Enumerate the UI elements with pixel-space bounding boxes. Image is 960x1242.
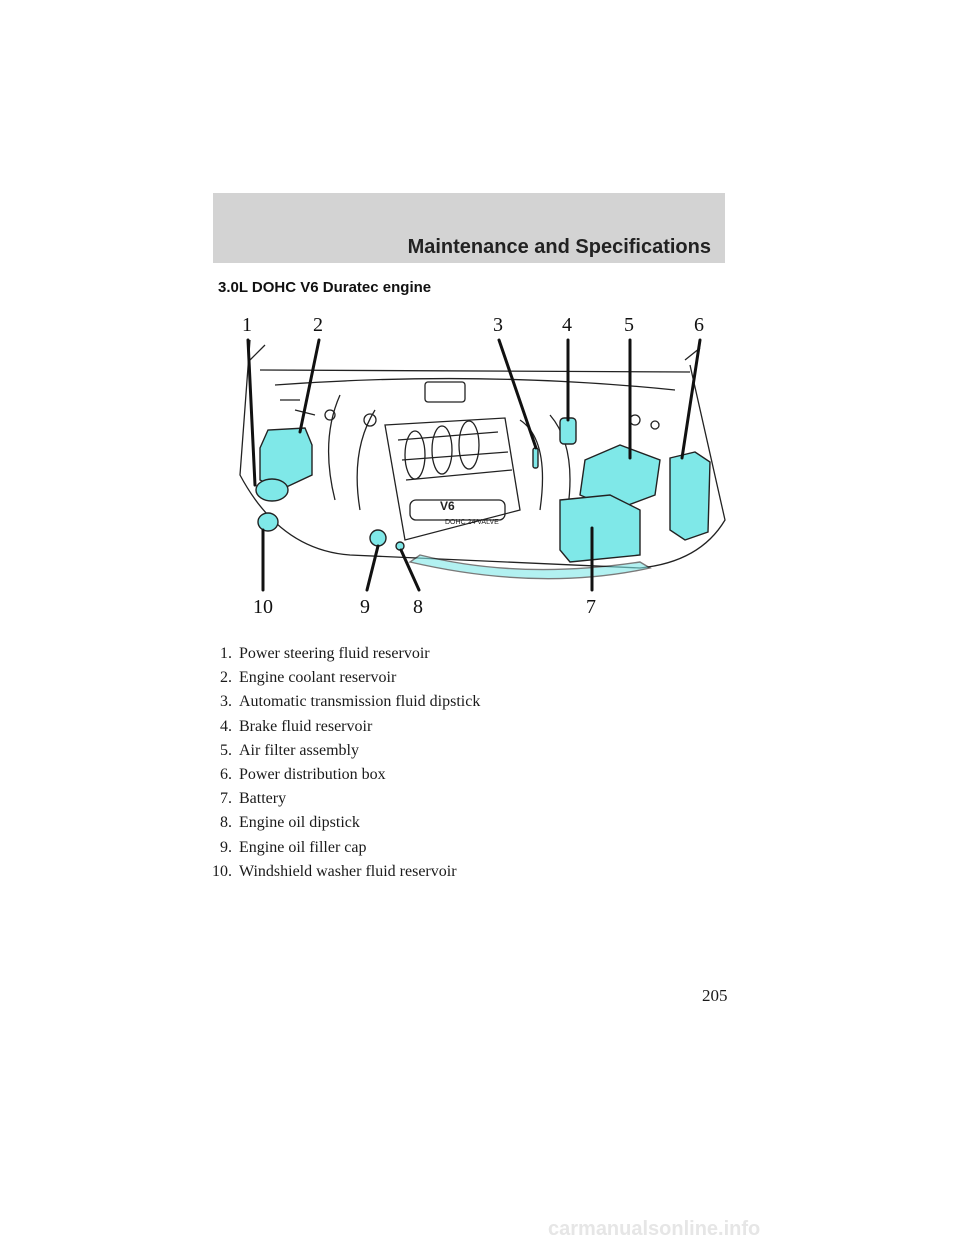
washer-reservoir [257, 512, 279, 532]
engine-bay-outline [239, 339, 726, 569]
engine-block [324, 394, 660, 541]
legend-item: 6. Power distribution box [210, 763, 690, 787]
legend-number: 5. [220, 741, 232, 759]
callout-10: 10 [253, 596, 273, 618]
legend-number: 8. [220, 814, 232, 832]
legend-text: Windshield washer fluid reservoir [239, 862, 457, 880]
callout-3: 3 [493, 314, 503, 336]
legend-text: Brake fluid reservoir [239, 717, 373, 735]
transmission-dipstick [532, 447, 539, 469]
legend-item: 9. Engine oil filler cap [210, 836, 690, 860]
callout-8: 8 [413, 596, 423, 618]
legend-number: 10. [212, 862, 232, 880]
legend-item: 3. Automatic transmission fluid dipstick [210, 690, 690, 714]
legend-text: Power steering fluid reservoir [239, 645, 430, 662]
legend-number: 6. [220, 765, 232, 783]
legend-text: Air filter assembly [239, 741, 359, 759]
callout-7: 7 [586, 596, 596, 618]
watermark: carmanualsonline.info [548, 1218, 761, 1240]
leader-lines [246, 338, 702, 592]
engine-badge-sub: DOHC 24 VALVE [445, 519, 499, 526]
legend-text: Power distribution box [239, 765, 386, 783]
legend-item: 2. Engine coolant reservoir [210, 666, 690, 690]
callout-6: 6 [694, 314, 704, 336]
page-number: 205 [702, 986, 728, 1005]
callout-9: 9 [360, 596, 370, 618]
callout-4: 4 [562, 314, 572, 336]
air-filter-assembly [579, 444, 661, 511]
legend-item: 1. Power steering fluid reservoir [210, 642, 690, 666]
callout-labels: 1 2 3 4 5 6 10 9 8 7 [242, 314, 704, 618]
power-steering-reservoir [255, 478, 289, 502]
legend-text: Automatic transmission fluid dipstick [239, 693, 481, 711]
legend-item: 7. Battery [210, 787, 690, 811]
engine-diagram: V6 DOHC 24 VALVE 1 2 3 4 5 6 10 9 [239, 314, 726, 618]
legend-number: 2. [220, 669, 232, 687]
power-distribution-box [669, 451, 711, 541]
brake-reservoir [559, 417, 577, 445]
legend-number: 1. [220, 645, 232, 662]
page-header-title: Maintenance and Specifications [407, 236, 711, 258]
legend-item: 8. Engine oil dipstick [210, 811, 690, 835]
legend-text: Engine oil dipstick [239, 814, 360, 832]
battery [559, 494, 641, 563]
legend-number: 4. [220, 717, 232, 735]
legend-text: Engine coolant reservoir [239, 669, 397, 687]
oil-filler-cap [369, 529, 387, 547]
callout-5: 5 [624, 314, 634, 336]
header-bar: Maintenance and Specifications [213, 193, 725, 263]
section-title: 3.0L DOHC V6 Duratec engine [218, 279, 432, 296]
callout-1: 1 [242, 314, 252, 336]
oil-dipstick [395, 541, 405, 551]
legend-text: Engine oil filler cap [239, 838, 367, 856]
legend-number: 7. [220, 790, 232, 808]
engine-badge: V6 [440, 499, 455, 513]
component-legend: 1. Power steering fluid reservoir 2. Engin… [210, 642, 690, 884]
legend-item: 5. Air filter assembly [210, 739, 690, 763]
callout-2: 2 [313, 314, 323, 336]
legend-number: 3. [220, 693, 232, 711]
legend-text: Battery [239, 790, 287, 808]
legend-number: 9. [220, 838, 232, 856]
legend-item: 10. Windshield washer fluid reservoir [210, 860, 690, 884]
legend-item: 4. Brake fluid reservoir [210, 715, 690, 739]
highlighted-components [255, 417, 711, 580]
